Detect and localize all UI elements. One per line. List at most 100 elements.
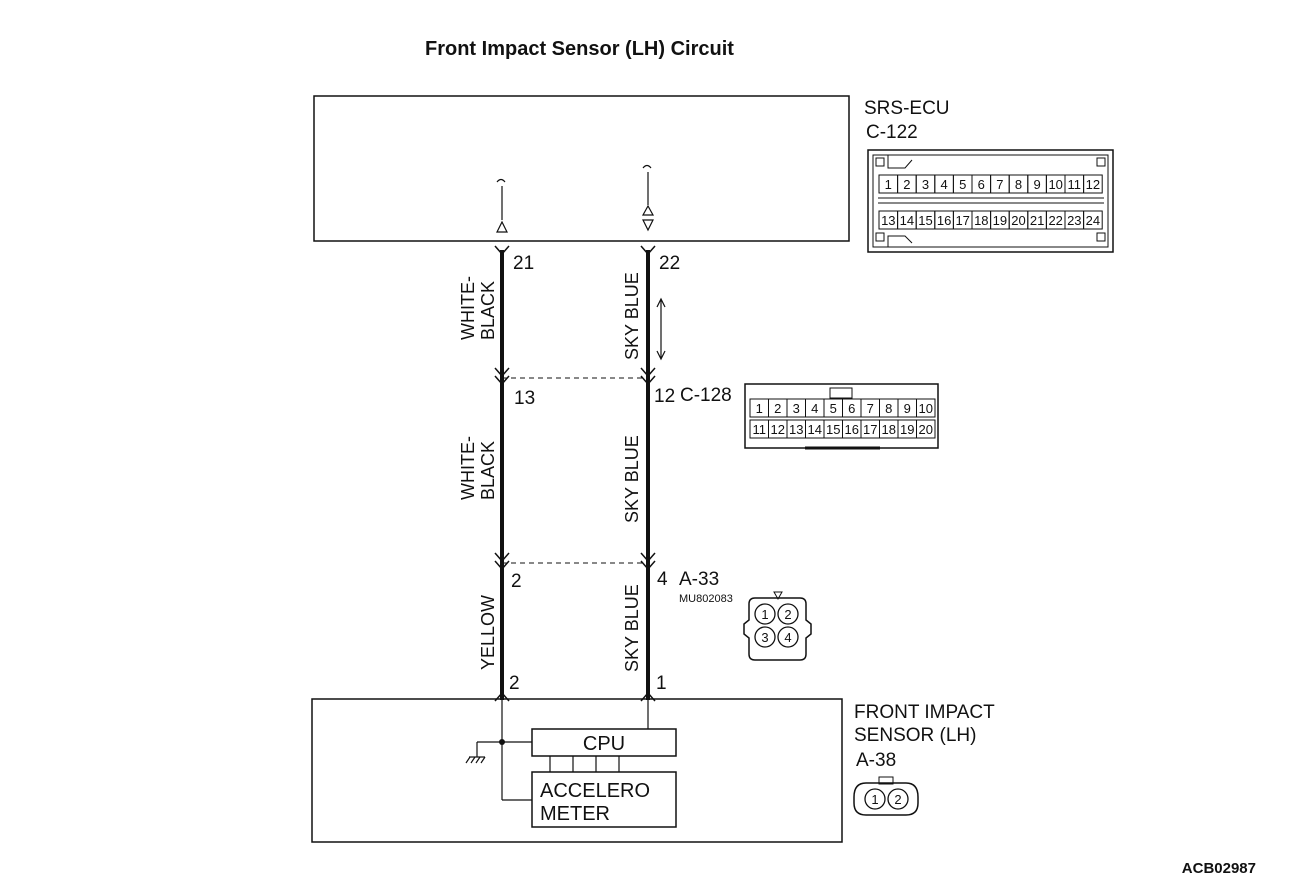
a33-part-number: MU802083: [679, 593, 733, 605]
c128-pin-label: 13: [789, 422, 803, 437]
a33-pin-label: 3: [761, 630, 768, 645]
pin-a33-right: 4: [657, 569, 668, 590]
diagram-title: Front Impact Sensor (LH) Circuit: [425, 38, 734, 60]
double-arrow-icon: [656, 297, 666, 361]
c122-pin-cell: [1083, 210, 1103, 230]
c128-pin-label: 11: [753, 422, 767, 437]
sensor-name-line1: FRONT IMPACT: [854, 702, 995, 723]
a33-connector-id: A-33: [679, 569, 719, 590]
a38-pin-label: 2: [894, 792, 901, 807]
figure-code: ACB02987: [1182, 860, 1256, 877]
c122-pin-label: 20: [1011, 213, 1025, 228]
c128-pin-label: 2: [774, 401, 781, 416]
c122-pin-label: 14: [900, 213, 914, 228]
c128-pin-label: 4: [811, 401, 818, 416]
wire-right-seg1-label: SKY BLUE: [622, 272, 642, 360]
c122-pin-label: 3: [922, 177, 929, 192]
c128-pin-label: 7: [867, 401, 874, 416]
c122-pin-label: 22: [1048, 213, 1062, 228]
wire-connector-marks: [494, 245, 656, 702]
a38-pin-label: 1: [871, 792, 878, 807]
c122-pin-label: 17: [955, 213, 969, 228]
sensor-connector-id: A-38: [856, 750, 896, 771]
c128-pin-label: 10: [919, 401, 933, 416]
ecu-connector-id: C-122: [866, 122, 918, 143]
c122-pin-label: 1: [885, 177, 892, 192]
pin-c128-right: 12: [654, 386, 675, 407]
wire-left-seg2-label-a: WHITE-: [458, 436, 478, 500]
a33-connector: 1 2 3 4: [743, 591, 812, 661]
wire-left-seg1-label-b: BLACK: [478, 281, 498, 340]
sensor-name-line2: SENSOR (LH): [854, 725, 976, 746]
c128-pin-label: 19: [900, 422, 914, 437]
ecu-terminal-21-symbol: [496, 178, 508, 233]
c128-pin-label: 12: [771, 422, 785, 437]
a38-pin-circle: [887, 788, 909, 810]
accelerometer-block: [531, 771, 677, 828]
c128-pin-label: 5: [830, 401, 837, 416]
a38-pin-circle: [864, 788, 886, 810]
c128-pin-cell: [916, 419, 936, 439]
wire-left-seg3-label: YELLOW: [478, 595, 498, 670]
c122-pin-label: 11: [1068, 177, 1082, 192]
a33-pin-circle: [777, 603, 799, 625]
c128-pin-label: 17: [863, 422, 877, 437]
c122-pin-label: 12: [1086, 177, 1100, 192]
c122-pin-label: 15: [918, 213, 932, 228]
c128-pin-label: 6: [848, 401, 855, 416]
a33-pin-label: 2: [784, 607, 791, 622]
c128-pin-label: 15: [826, 422, 840, 437]
a33-pin-circle: [777, 626, 799, 648]
c128-pin-cell: [916, 398, 936, 418]
c122-pin-label: 24: [1086, 213, 1100, 228]
accelerometer-label-line2: METER: [540, 803, 610, 825]
wire-left-seg2-label-b: BLACK: [478, 441, 498, 500]
ecu-terminal-22-symbol: [641, 164, 655, 232]
c122-pin-label: 7: [996, 177, 1003, 192]
c128-pin-label: 9: [904, 401, 911, 416]
c122-pin-label: 5: [959, 177, 966, 192]
srs-ecu-box: [313, 95, 850, 242]
c122-pin-label: 13: [881, 213, 895, 228]
wire-left-seg1-label-a: WHITE-: [458, 276, 478, 340]
c122-pin-label: 18: [974, 213, 988, 228]
ecu-name: SRS-ECU: [864, 98, 950, 119]
c122-pin-label: 9: [1033, 177, 1040, 192]
c122-pin-label: 10: [1048, 177, 1062, 192]
c128-pin-label: 8: [885, 401, 892, 416]
sensor-internal-wiring: [465, 700, 649, 801]
cpu-block: [531, 728, 677, 757]
ground-junction-dot: [499, 739, 505, 745]
cpu-label: CPU: [583, 733, 625, 755]
wire-right-seg3-label: SKY BLUE: [622, 584, 642, 672]
c128-pin-label: 14: [808, 422, 822, 437]
c128-pin-label: 3: [793, 401, 800, 416]
accelerometer-label-line1: ACCELERO: [540, 780, 650, 802]
c128-connector-id: C-128: [680, 385, 732, 406]
c122-pin-cell: [1083, 174, 1103, 194]
c128-pin-label: 16: [845, 422, 859, 437]
c122-pin-label: 21: [1030, 213, 1044, 228]
pin-a33-left: 2: [511, 571, 522, 592]
a33-pin-label: 1: [761, 607, 768, 622]
a33-pin-circle: [754, 626, 776, 648]
c128-pin-label: 20: [919, 422, 933, 437]
c122-pin-label: 19: [993, 213, 1007, 228]
c122-pin-label: 23: [1067, 213, 1081, 228]
c128-pin-label: 1: [756, 401, 763, 416]
c128-pin-label: 18: [882, 422, 896, 437]
a33-pin-label: 4: [784, 630, 791, 645]
pin-sensor-right: 1: [656, 673, 667, 694]
pin-sensor-left: 2: [509, 673, 520, 694]
front-impact-sensor-box: [311, 698, 843, 843]
pin-ecu-right: 22: [659, 253, 680, 274]
c122-pin-label: 6: [978, 177, 985, 192]
pin-c128-left: 13: [514, 388, 535, 409]
c122-pin-label: 4: [940, 177, 947, 192]
wire-right-seg2-label: SKY BLUE: [622, 435, 642, 523]
a33-pin-circle: [754, 603, 776, 625]
